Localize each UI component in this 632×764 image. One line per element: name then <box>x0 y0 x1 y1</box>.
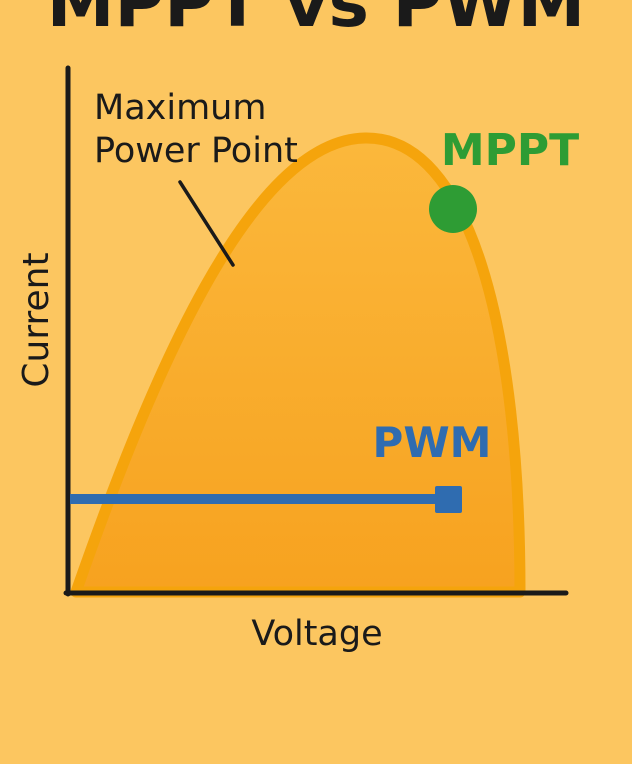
annotation-line-2: Power Point <box>94 131 298 171</box>
pwm-label: PWM <box>373 418 492 467</box>
y-axis-label: Current <box>16 252 57 387</box>
annotation-pointer <box>178 180 235 267</box>
power-curve-area <box>70 132 526 598</box>
mppt-marker <box>429 185 477 233</box>
diagram-title: MPPT vs PWM <box>47 0 585 43</box>
pwm-marker <box>435 486 462 513</box>
mppt-label: MPPT <box>441 125 579 176</box>
x-axis-label: Voltage <box>251 614 382 654</box>
annotation-line-1: Maximum <box>94 88 266 128</box>
